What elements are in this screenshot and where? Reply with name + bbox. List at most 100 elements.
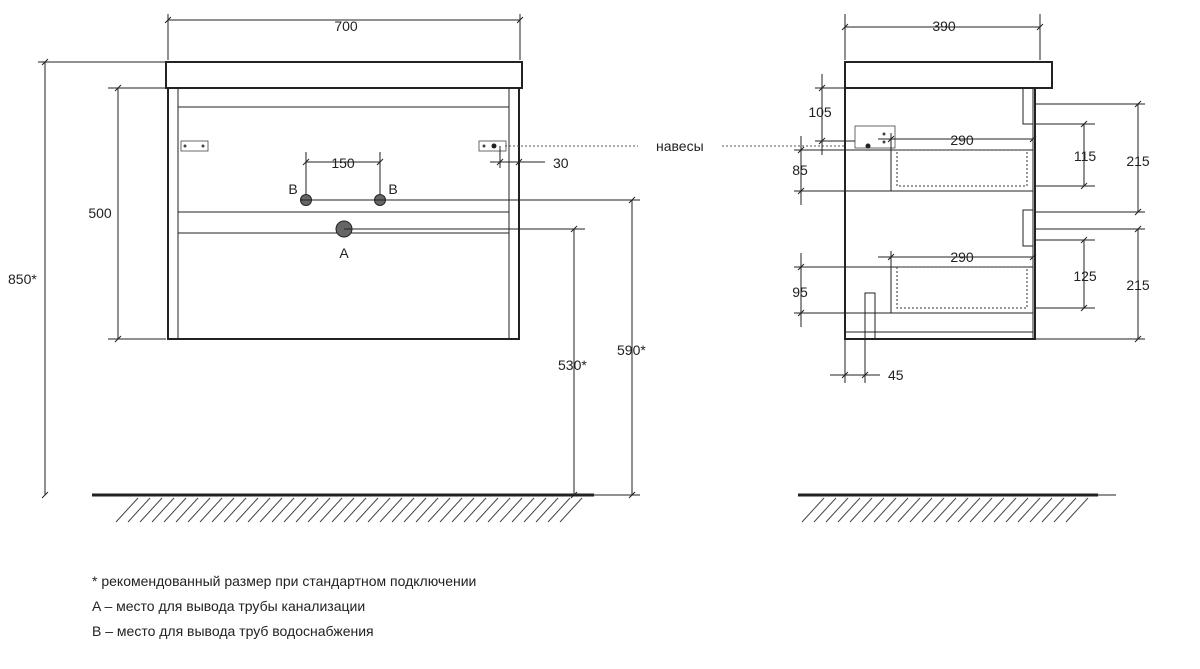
hatch-line [957, 497, 981, 523]
hatch-line [175, 497, 199, 523]
dim-lower-drawer-depth: 290 [950, 249, 974, 265]
dim-lower-drawer-height: 125 [1073, 268, 1097, 284]
hatch-line [199, 497, 223, 523]
hatch-line [849, 497, 873, 523]
hinge-label: навесы [656, 138, 704, 154]
hatch-line [259, 497, 283, 523]
hatch-line [235, 497, 259, 523]
label-b-right: B [388, 181, 397, 197]
hatch-line [475, 497, 499, 523]
hatch-line [163, 497, 187, 523]
hatch-line [127, 497, 151, 523]
hatch-line [271, 497, 295, 523]
hatch-line [1041, 497, 1065, 523]
dim-upper-drawer-depth: 290 [950, 132, 974, 148]
hatch-line [247, 497, 271, 523]
hatch-line [115, 497, 139, 523]
hatch-line [499, 497, 523, 523]
note-recommended: * рекомендованный размер при стандартном… [92, 573, 477, 589]
dim-body-height: 500 [88, 205, 112, 221]
hatch-line [1029, 497, 1053, 523]
hatch-line [801, 497, 825, 523]
hatch-line [945, 497, 969, 523]
hatch-line [813, 497, 837, 523]
hatch-line [547, 497, 571, 523]
side-hinge [854, 125, 896, 149]
hatch-line [367, 497, 391, 523]
dim-hinge-offset: 30 [553, 155, 569, 171]
hatch-line [307, 497, 331, 523]
hatch-line [897, 497, 921, 523]
dim-drain-height: 530* [558, 357, 587, 373]
front-countertop [165, 61, 523, 89]
hatch-line [861, 497, 885, 523]
hatch-line [439, 497, 463, 523]
hatch-line [993, 497, 1017, 523]
dim-leg-offset: 45 [888, 367, 904, 383]
front-cabinet [167, 87, 520, 340]
hatch-line [1017, 497, 1041, 523]
label-a: A [339, 245, 349, 261]
hinge-left [180, 140, 209, 152]
label-b-left: B [288, 181, 297, 197]
hatch-line [523, 497, 547, 523]
hatch-line [837, 497, 861, 523]
hatch-line [535, 497, 559, 523]
note-drain: A – место для вывода трубы канализации [92, 598, 366, 614]
floor-hatch-side [801, 497, 1089, 523]
hatch-line [355, 497, 379, 523]
dim-pipes-spacing: 150 [331, 155, 355, 171]
hatch-line [343, 497, 367, 523]
side-view: 390 105 85 290 115 215 [792, 14, 1150, 523]
hatch-line [427, 497, 451, 523]
dim-supply-height: 590* [617, 342, 646, 358]
dim-hinge-top: 105 [808, 104, 832, 120]
side-countertop [844, 61, 1053, 89]
hatch-line [1065, 497, 1089, 523]
hatch-line [211, 497, 235, 523]
hatch-line [391, 497, 415, 523]
hatch-line [885, 497, 909, 523]
dim-lower-gap: 95 [792, 284, 808, 300]
hatch-line [283, 497, 307, 523]
hatch-line [403, 497, 427, 523]
hatch-line [969, 497, 993, 523]
hatch-line [415, 497, 439, 523]
hatch-line [1053, 497, 1077, 523]
hatch-line [1005, 497, 1029, 523]
hatch-line [487, 497, 511, 523]
dim-depth: 390 [932, 18, 956, 34]
floor-hatch-front [115, 497, 583, 523]
hatch-line [295, 497, 319, 523]
side-cabinet [844, 87, 1036, 340]
hatch-line [981, 497, 1005, 523]
hatch-line [223, 497, 247, 523]
hatch-line [187, 497, 211, 523]
hatch-line [331, 497, 355, 523]
notes-block: * рекомендованный размер при стандартном… [92, 569, 476, 644]
hatch-line [151, 497, 175, 523]
dim-upper-drawer-height: 115 [1074, 148, 1097, 164]
side-leg [864, 292, 876, 340]
hatch-line [511, 497, 535, 523]
hatch-line [559, 497, 583, 523]
hatch-line [463, 497, 487, 523]
hatch-line [933, 497, 957, 523]
dim-upper-front-height: 215 [1126, 153, 1150, 169]
hatch-line [921, 497, 945, 523]
hatch-line [873, 497, 897, 523]
front-view: 700 850* 500 150 B B A 30 [8, 14, 646, 523]
dim-total-height: 850* [8, 271, 37, 287]
dim-lower-front-height: 215 [1126, 277, 1150, 293]
note-supply: B – место для вывода труб водоснабжения [92, 623, 374, 639]
hatch-line [909, 497, 933, 523]
dim-width: 700 [334, 18, 358, 34]
hatch-line [825, 497, 849, 523]
hatch-line [319, 497, 343, 523]
hatch-line [379, 497, 403, 523]
hatch-line [139, 497, 163, 523]
hatch-line [451, 497, 475, 523]
upper-handle [1022, 87, 1034, 125]
lower-handle [1022, 209, 1034, 247]
